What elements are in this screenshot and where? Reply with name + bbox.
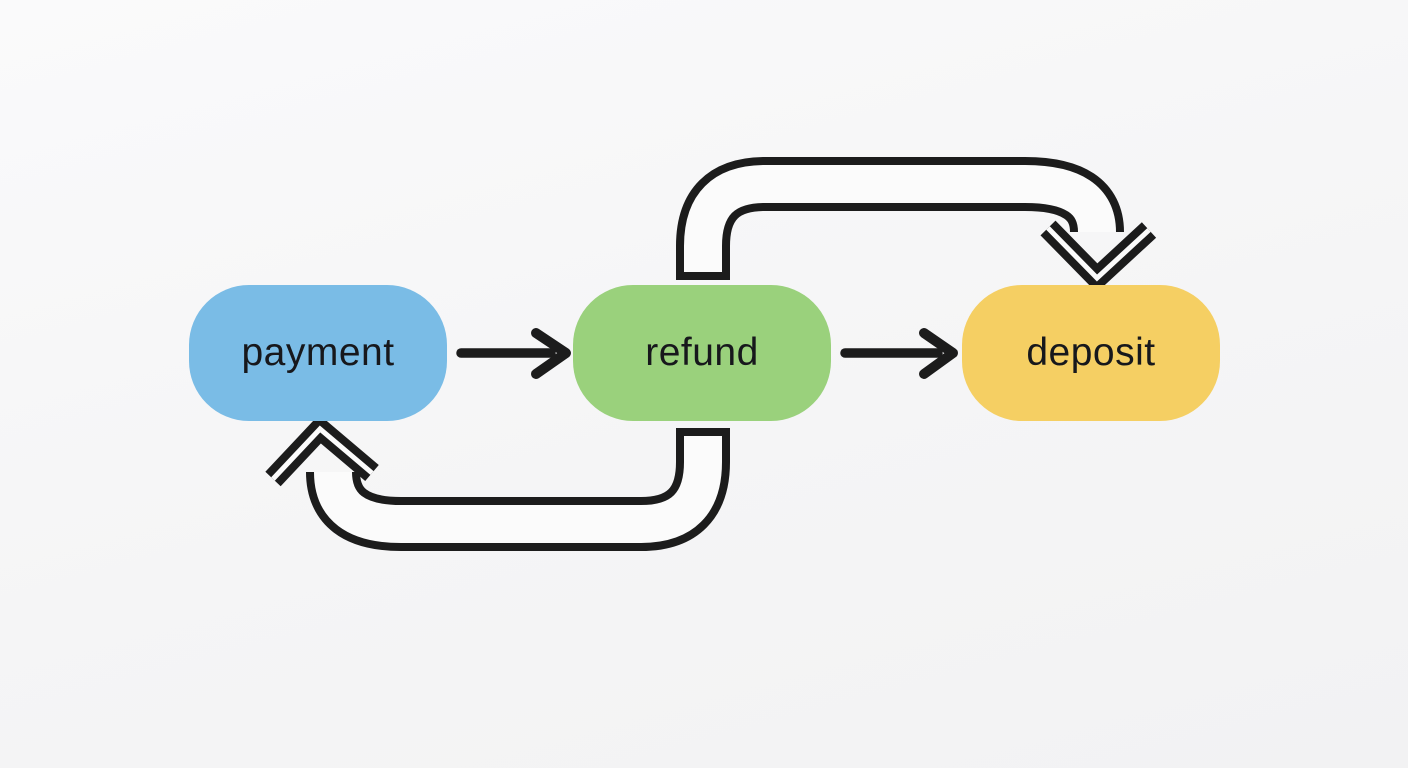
curved-arrow-refund-to-payment	[265, 414, 730, 551]
curved-arrow-bottom-arrowhead-core	[271, 425, 374, 481]
node-refund: refund	[573, 285, 831, 421]
node-deposit: deposit	[962, 285, 1220, 421]
node-payment: payment	[189, 285, 447, 421]
curved-arrow-bottom-arrowhead-icon	[265, 414, 379, 487]
right-arrowhead-icon	[919, 328, 958, 379]
straight-arrow-payment-to-refund	[456, 328, 571, 379]
curved-arrow-bottom-body	[314, 432, 722, 543]
curved-arrow-refund-to-deposit	[676, 157, 1157, 293]
node-refund-label: refund	[645, 331, 759, 374]
curved-arrow-top-body	[684, 165, 1116, 276]
node-deposit-label: deposit	[1026, 331, 1156, 374]
straight-arrow-refund-to-deposit	[840, 328, 958, 379]
node-payment-label: payment	[241, 331, 395, 374]
right-arrowhead-icon	[531, 328, 571, 379]
curved-arrow-top-arrowhead-core	[1046, 226, 1151, 282]
curved-arrow-top-arrowhead-icon	[1040, 220, 1157, 293]
